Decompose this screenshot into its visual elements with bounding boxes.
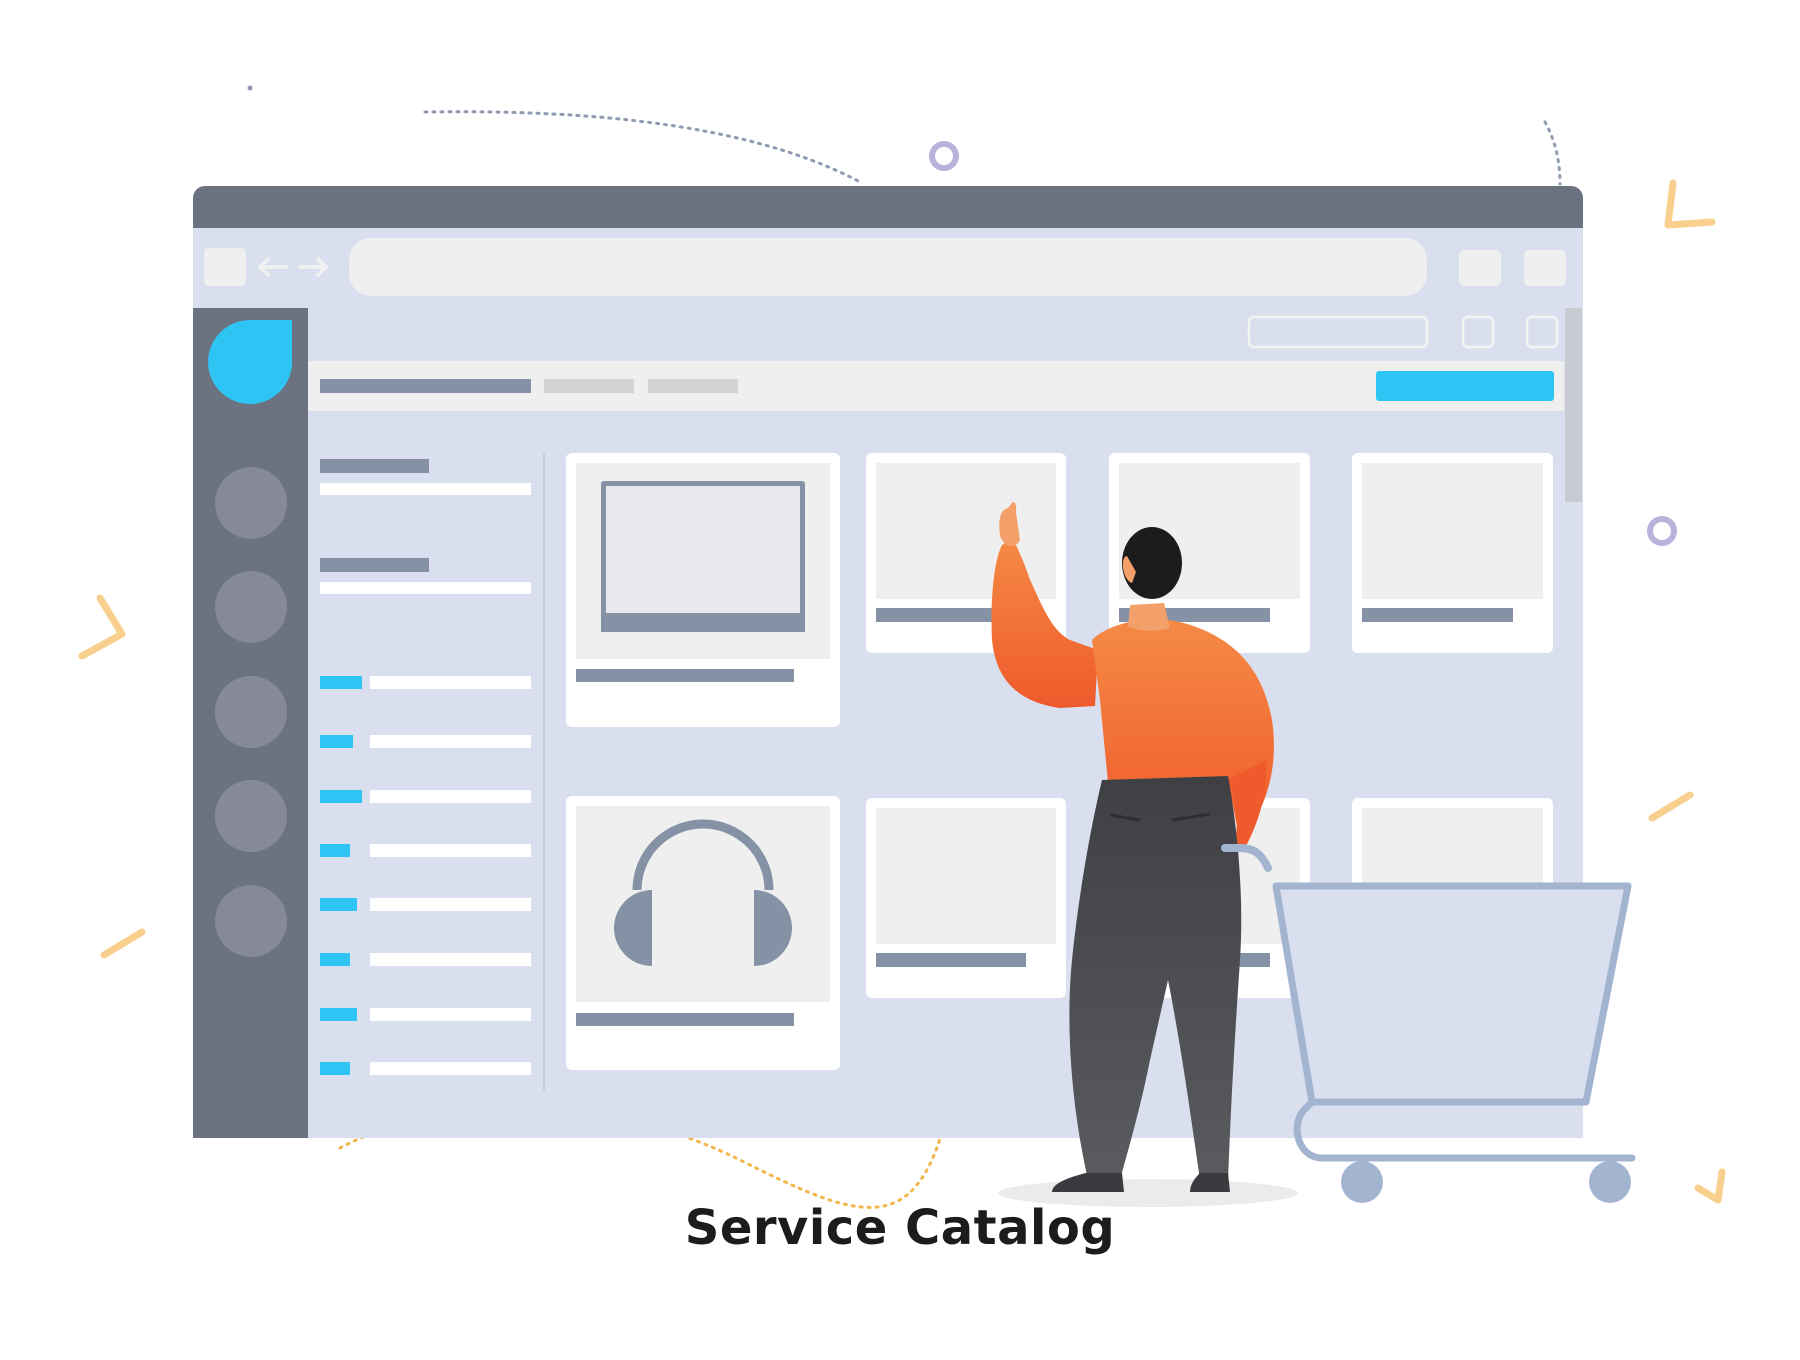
filter-checkbox[interactable]: [320, 1008, 357, 1021]
filter-panel: [320, 453, 545, 1091]
filter-field[interactable]: [320, 483, 531, 495]
filter-checkbox[interactable]: [320, 1062, 350, 1075]
filter-heading: [320, 558, 429, 572]
address-bar[interactable]: [349, 238, 1427, 296]
filter-option[interactable]: [370, 844, 531, 857]
filter-option[interactable]: [370, 898, 531, 911]
search-field[interactable]: [1247, 315, 1429, 349]
card-title: [576, 1013, 794, 1026]
filter-option[interactable]: [370, 953, 531, 966]
headphones-icon: [614, 819, 792, 966]
primary-action-button[interactable]: [1376, 371, 1554, 401]
catalog-card[interactable]: [566, 453, 840, 727]
breadcrumb-placeholder[interactable]: [544, 379, 634, 393]
filter-option[interactable]: [370, 1008, 531, 1021]
filter-checkbox[interactable]: [320, 790, 362, 803]
filter-field[interactable]: [320, 582, 531, 594]
scrollbar-thumb[interactable]: [1565, 308, 1582, 502]
catalog-card[interactable]: [866, 798, 1066, 998]
filter-option[interactable]: [370, 735, 531, 748]
illustration-caption: Service Catalog: [684, 1200, 1116, 1256]
shopping-cart-icon: [1221, 844, 1636, 1203]
person-figure: [991, 502, 1298, 1207]
page-title-placeholder: [320, 379, 531, 393]
sidebar-nav-item[interactable]: [215, 780, 287, 852]
catalog-card[interactable]: [1352, 453, 1553, 653]
app-logo-icon[interactable]: [208, 320, 293, 404]
card-title: [1362, 608, 1513, 622]
laptop-icon: [601, 481, 805, 632]
decor-dot: [247, 85, 253, 91]
sidebar-nav-item[interactable]: [215, 885, 287, 957]
header-icon-button[interactable]: [1461, 315, 1495, 349]
tab-button[interactable]: [204, 248, 246, 286]
browser-button[interactable]: [1459, 250, 1501, 286]
breadcrumb-placeholder[interactable]: [648, 379, 738, 393]
sidebar-nav-item[interactable]: [215, 467, 287, 539]
filter-checkbox[interactable]: [320, 676, 362, 689]
catalog-card[interactable]: [1109, 453, 1310, 653]
filter-heading: [320, 459, 429, 473]
filter-list: [320, 676, 531, 1075]
header-icon-button[interactable]: [1525, 315, 1559, 349]
filter-checkbox[interactable]: [320, 953, 350, 966]
decor-ring: [929, 141, 959, 171]
decor-ring: [1647, 516, 1677, 546]
card-title: [876, 953, 1026, 967]
arrow-left-icon[interactable]: [257, 257, 288, 277]
cart-wheel: [1589, 1161, 1631, 1203]
card-title: [876, 608, 1026, 622]
card-title: [576, 669, 794, 682]
filter-checkbox[interactable]: [320, 898, 357, 911]
filter-option[interactable]: [370, 1062, 531, 1075]
browser-button[interactable]: [1524, 250, 1566, 286]
sidebar-nav-item[interactable]: [215, 676, 287, 748]
sidebar-nav-item[interactable]: [215, 571, 287, 643]
filter-checkbox[interactable]: [320, 844, 350, 857]
filter-checkbox[interactable]: [320, 735, 353, 748]
cart-wheel: [1341, 1161, 1383, 1203]
decor-confetti: [78, 179, 1726, 1204]
arrow-right-icon[interactable]: [298, 257, 329, 277]
catalog-card[interactable]: [566, 796, 840, 1070]
filter-option[interactable]: [370, 676, 531, 689]
filter-option[interactable]: [370, 790, 531, 803]
panel-divider: [543, 453, 545, 1091]
